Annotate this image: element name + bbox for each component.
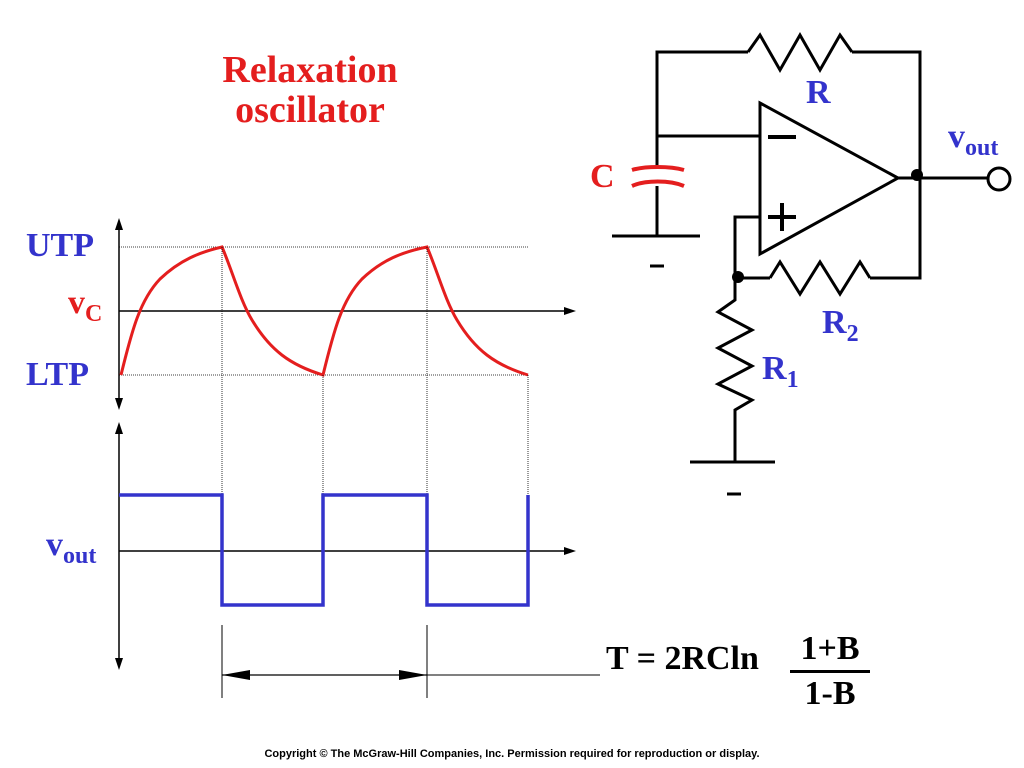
vc-graph [115,218,576,410]
output-node-dot [911,169,923,181]
vc-y-axis-arrow-top [115,218,123,230]
circuit-vout-label-sub: out [965,135,999,161]
feedback-wire-top [655,50,748,136]
vc-label-base: v [68,284,85,321]
period-arrowhead-left [222,670,250,680]
utp-label: UTP [26,227,94,264]
resistor-r1-label: R1 [762,350,799,394]
circuit [612,31,988,496]
formula-fraction-bar [790,670,870,673]
copyright-footer: Copyright © The McGraw-Hill Companies, I… [264,748,760,760]
vout-y-axis-arrow-top [115,422,123,434]
vout-graph-label: vout [46,526,96,570]
circuit-vout-label-base: v [948,118,965,155]
vout-x-axis-arrow [564,547,576,555]
period-formula-lhs: T = 2RCln [606,640,759,677]
r2-label-base: R [822,304,847,341]
r2-node-dot [732,271,744,283]
period-arrowhead-right [399,670,427,680]
timing-guides [221,247,529,495]
resistor-r1 [714,278,756,462]
vout-graph [115,422,576,670]
formula-denominator: 1-B [804,675,856,712]
circuit-vout-label: vout [948,118,998,162]
resistor-r-label: R [806,74,831,111]
feedback-wire-right [852,50,922,178]
title-line-2: oscillator [235,89,385,131]
capacitor-plate-top [631,165,685,172]
vc-x-axis-arrow [564,307,576,315]
vout-graph-label-base: v [46,526,63,563]
r2-label-sub: 2 [846,321,859,347]
vout-graph-label-sub: out [63,543,97,569]
period-marker [221,625,600,698]
vc-label-sub: C [85,301,103,327]
title-line-1: Relaxation [222,49,398,91]
formula-numerator: 1+B [800,630,860,667]
period-formula-fraction: 1+B 1-B [790,630,870,713]
resistor-r2 [768,259,872,297]
output-terminal [986,166,1012,192]
r1-label-base: R [762,350,787,387]
noninverting-input-wire [733,215,760,278]
ltp-label: LTP [26,356,90,393]
page-title: Relaxation oscillator [160,50,460,130]
capacitor-label: C [590,158,615,195]
opamp-body [758,100,902,257]
vout-y-axis-arrow-bottom [115,658,123,670]
vc-y-axis-arrow-bottom [115,398,123,410]
vc-label: vC [68,284,102,328]
r1-label-sub: 1 [786,367,799,393]
r2-wire-right [870,178,922,280]
resistor-r [746,31,854,74]
resistor-r2-label: R2 [822,304,859,348]
vout-trace [119,493,530,607]
capacitor-plate-bottom [631,179,685,188]
